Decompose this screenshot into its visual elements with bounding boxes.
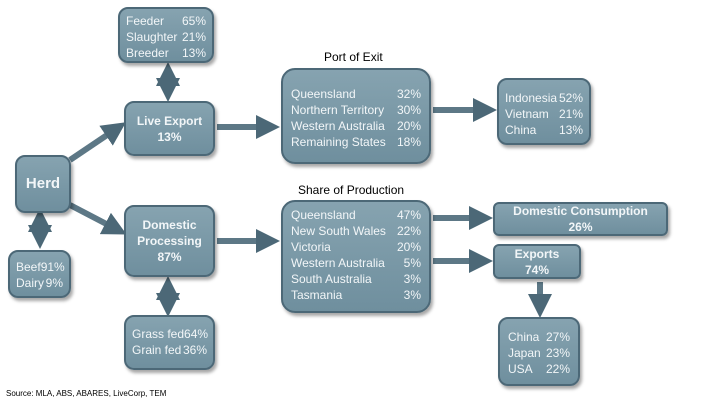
type-name: Slaughter xyxy=(126,30,178,44)
share-of-production-title: Share of Production xyxy=(298,183,405,197)
port-pct: 18% xyxy=(396,135,421,149)
state-name: Victoria xyxy=(291,240,331,254)
type-name: Feeder xyxy=(126,14,165,28)
type-pct: 65% xyxy=(181,14,206,28)
domestic-pct: 87% xyxy=(157,250,182,264)
dest-pct: 52% xyxy=(558,91,583,105)
type-name: Beef xyxy=(16,260,41,274)
port-name: Northern Territory xyxy=(291,103,385,117)
live-export-box: Live Export 13% xyxy=(124,101,215,156)
market-name: USA xyxy=(508,362,533,376)
port-name: Western Australia xyxy=(291,119,385,133)
state-name: Tasmania xyxy=(291,288,343,302)
state-pct: 5% xyxy=(403,256,421,270)
port-name: Queensland xyxy=(291,87,356,101)
type-pct: 21% xyxy=(181,30,206,44)
dest-name: China xyxy=(505,123,537,137)
feed-pct: 36% xyxy=(182,343,207,357)
port-pct: 30% xyxy=(396,103,421,117)
domestic-consumption-box: Domestic Consumption 26% xyxy=(493,202,668,236)
type-pct: 13% xyxy=(181,46,206,60)
exports-label: Exports 74% xyxy=(514,246,560,277)
share-of-production-box: Queensland 47% New South Wales 22% Victori… xyxy=(281,200,431,313)
exports-box: Exports 74% xyxy=(493,244,581,279)
dest-pct: 21% xyxy=(558,107,583,121)
port-of-exit-box: Queensland 32% Northern Territory 30% West… xyxy=(281,68,431,164)
state-name: New South Wales xyxy=(291,224,386,238)
port-pct: 32% xyxy=(396,87,421,101)
market-pct: 27% xyxy=(545,330,570,344)
state-pct: 3% xyxy=(403,272,421,286)
market-name: China xyxy=(508,330,540,344)
port-of-exit-title: Port of Exit xyxy=(324,50,383,64)
type-pct: 9% xyxy=(45,276,63,290)
dest-pct: 13% xyxy=(558,123,583,137)
domestic-processing-box: Domestic Processing 87% xyxy=(124,205,215,277)
feed-pct: 64% xyxy=(184,327,209,341)
herd-box: Herd xyxy=(15,155,71,213)
market-pct: 22% xyxy=(545,362,570,376)
state-name: Western Australia xyxy=(291,256,385,270)
type-name: Breeder xyxy=(126,46,169,60)
state-name: Queensland xyxy=(291,208,356,222)
dest-name: Vietnam xyxy=(505,107,549,121)
dest-name: Indonesia xyxy=(505,91,558,105)
feed-name: Grain fed xyxy=(132,343,182,357)
state-pct: 3% xyxy=(403,288,421,302)
type-name: Dairy xyxy=(16,276,45,290)
market-name: Japan xyxy=(508,346,541,360)
domestic-label: Domestic Processing xyxy=(137,218,202,248)
source-note: Source: MLA, ABS, ABARES, LiveCorp, TEM xyxy=(6,389,167,398)
type-pct: 91% xyxy=(40,260,65,274)
state-pct: 22% xyxy=(396,224,421,238)
state-name: South Australia xyxy=(291,272,372,286)
arrow-herd-domestic xyxy=(68,202,127,235)
port-pct: 20% xyxy=(396,119,421,133)
live-export-pct: 13% xyxy=(157,129,182,144)
state-pct: 47% xyxy=(396,208,421,222)
port-name: Remaining States xyxy=(291,135,386,149)
state-pct: 20% xyxy=(396,240,421,254)
live-export-label: Live Export xyxy=(136,113,203,128)
consumption-label: Domestic Consumption 26% xyxy=(513,204,648,234)
export-markets-box: China 27% Japan 23% USA 22% xyxy=(498,317,580,386)
herd-label: Herd xyxy=(25,175,61,192)
market-pct: 23% xyxy=(545,346,570,360)
arrow-herd-live xyxy=(68,122,126,163)
feed-name: Grass fed xyxy=(132,327,185,341)
